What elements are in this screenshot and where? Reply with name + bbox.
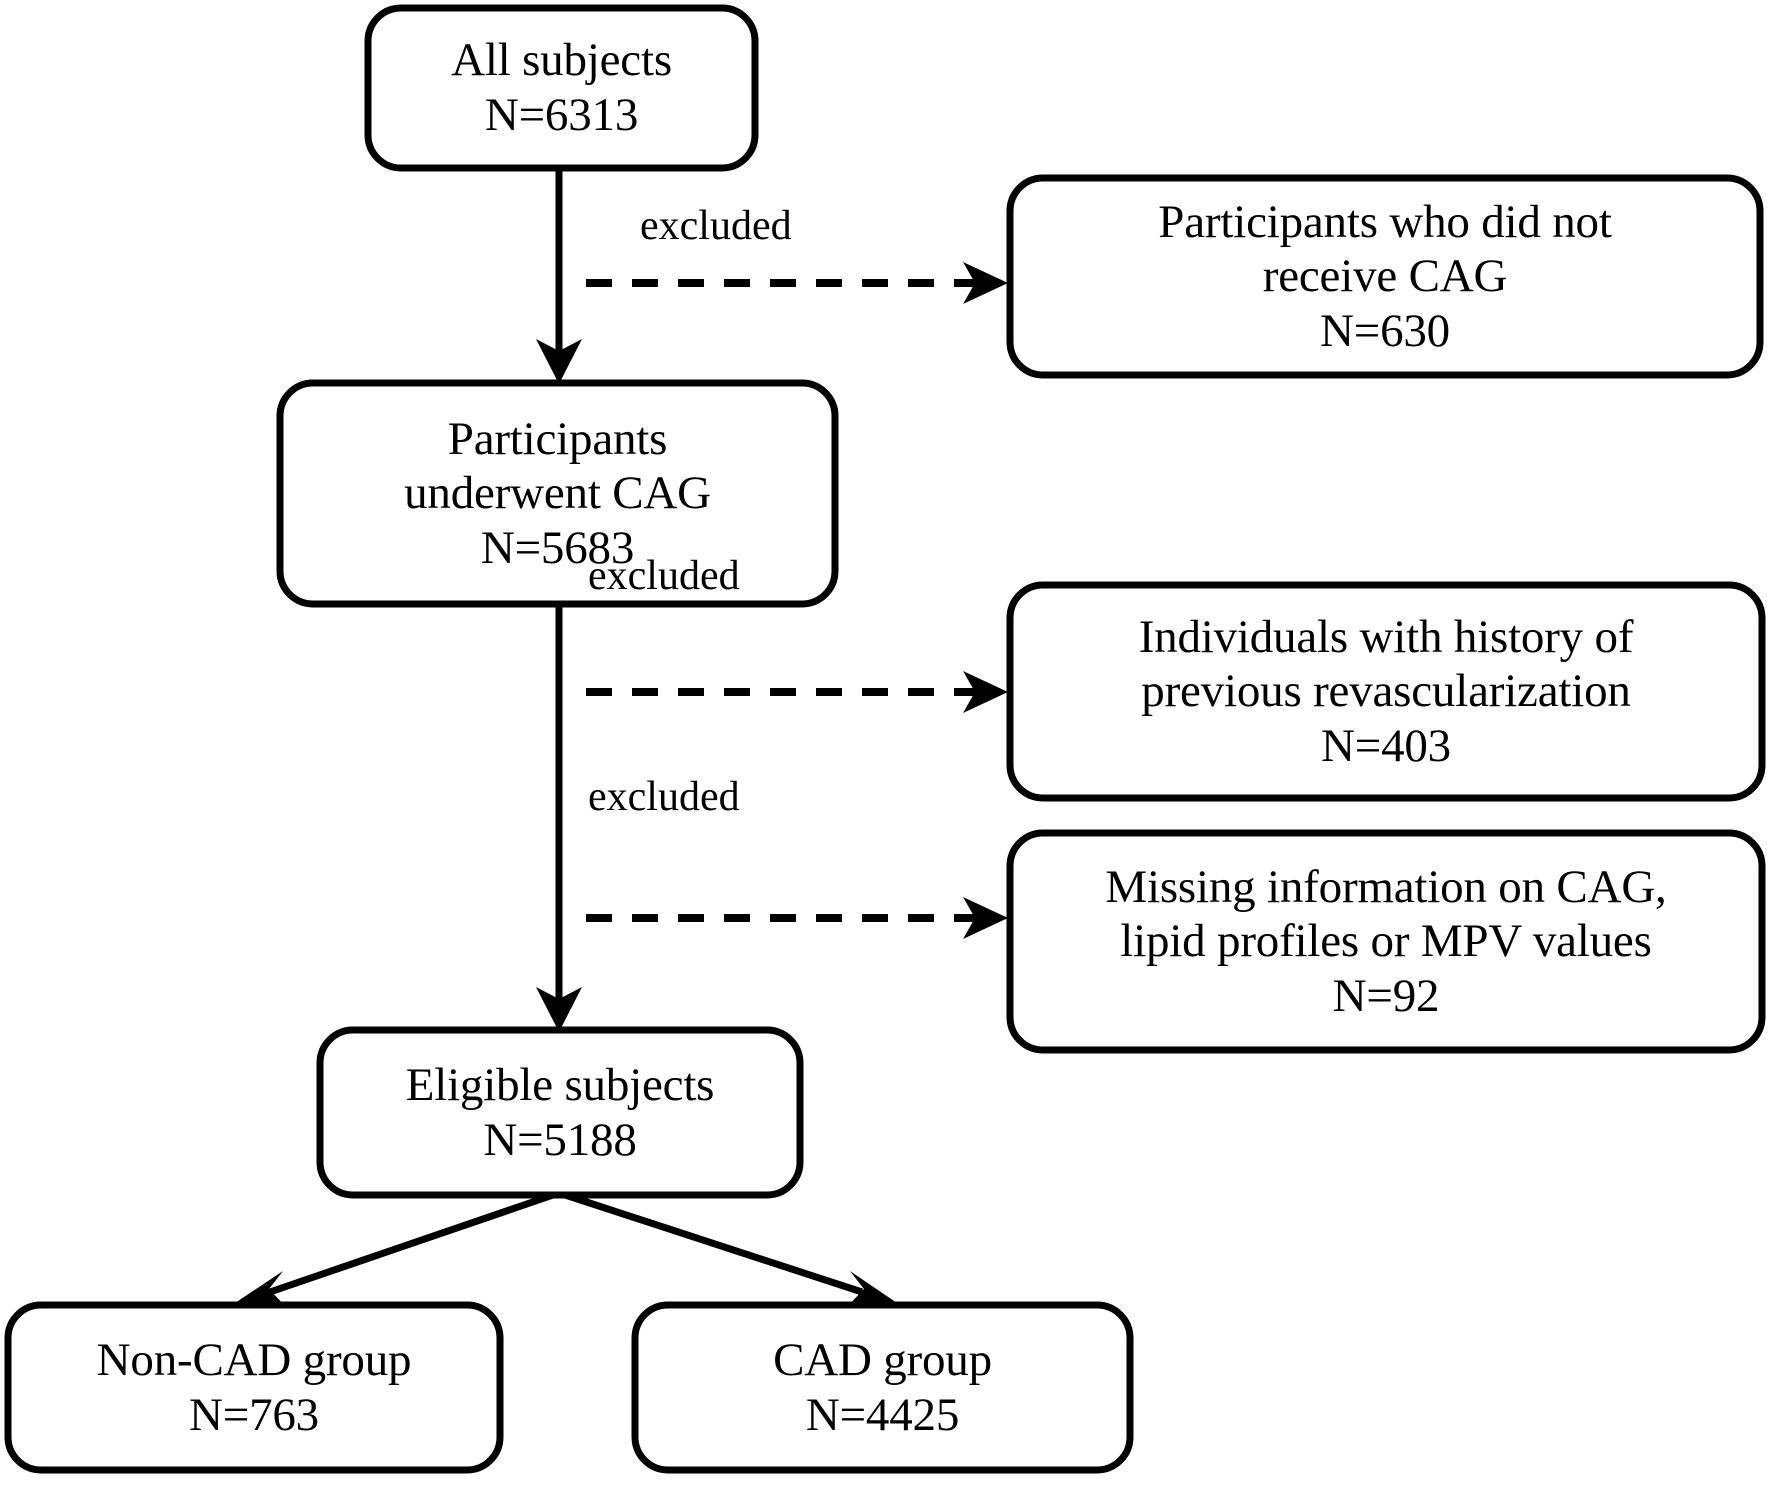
connector-eligible-to-cad [557,1189,900,1308]
node-non-cad-group-box [4,1301,504,1474]
connector-excluded-prior-revascularization [586,671,1008,713]
connector-excluded-missing-information [586,897,1008,939]
edge-label-excluded-2: excluded [588,553,740,599]
edge-label-excluded-1: excluded [640,203,792,249]
node-underwent-cag-box [276,379,839,608]
connector-eligible-to-non-cad [232,1189,561,1307]
node-eligible-subjects-box [316,1026,804,1199]
connector-excluded-no-cag [586,262,1008,304]
node-excluded-no-cag-box [1006,174,1764,379]
connector-all-subjects-to-underwent-cag [536,168,582,384]
connector-underwent-cag-to-eligible [536,604,582,1032]
edge-label-excluded-3: excluded [588,774,740,820]
node-excluded-prior-revascularization-box [1006,581,1766,802]
node-cad-group-box [631,1301,1134,1474]
node-excluded-missing-information-box [1006,829,1766,1054]
node-all-subjects-box [364,4,759,172]
